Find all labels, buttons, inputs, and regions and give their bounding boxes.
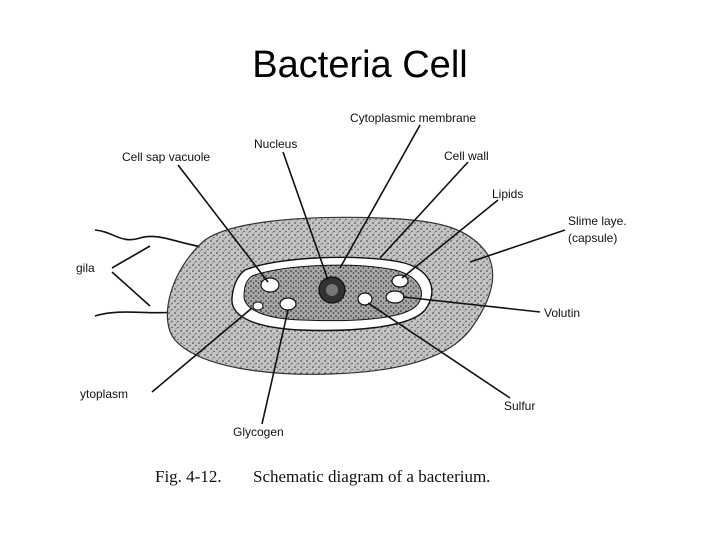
leader-cytoplasm <box>151 307 253 393</box>
volutin-granule <box>385 290 405 304</box>
label-cell-sap-vacuole: Cell sap vacuole <box>122 150 210 164</box>
figure-number: Fig. 4-12. <box>155 467 222 486</box>
cell-sap-vacuole <box>260 277 280 293</box>
leader-flagella-2 <box>111 271 151 307</box>
label-volutin: Volutin <box>544 306 580 320</box>
label-slime-layer: Slime laye. <box>568 214 627 228</box>
label-capsule: (capsule) <box>568 231 617 245</box>
flagellum-1 <box>94 229 211 249</box>
leader-flagella-1 <box>111 245 151 269</box>
leader-glycogen <box>261 309 289 425</box>
flagellum-2 <box>94 311 176 317</box>
leader-sulfur <box>367 302 511 399</box>
figure-caption: Schematic diagram of a bacterium. <box>253 467 490 486</box>
label-glycogen: Glycogen <box>233 425 284 439</box>
nucleus-core <box>326 284 338 296</box>
lipid-granule-1 <box>391 274 409 288</box>
leader-cytoplasmic-membrane <box>339 124 421 269</box>
inclusion-small <box>252 301 264 311</box>
leader-nucleus <box>282 151 329 281</box>
slide-title: Bacteria Cell <box>252 44 468 86</box>
label-lipids: Lipids <box>492 187 523 201</box>
glycogen-granule <box>279 297 297 311</box>
leader-lipids <box>401 199 499 279</box>
label-sulfur: Sulfur <box>504 399 535 413</box>
label-cytoplasmic-membrane: Cytoplasmic membrane <box>350 111 476 125</box>
label-cytoplasm: ytoplasm <box>80 387 128 401</box>
label-cell-wall: Cell wall <box>444 149 489 163</box>
leader-volutin <box>402 296 541 313</box>
sulfur-granule <box>357 292 373 306</box>
leader-cell-wall <box>379 161 469 259</box>
label-nucleus: Nucleus <box>254 137 297 151</box>
leader-slime-layer <box>469 229 566 263</box>
leader-cell-sap-vacuole <box>177 164 269 283</box>
label-flagella: gila <box>76 261 95 275</box>
